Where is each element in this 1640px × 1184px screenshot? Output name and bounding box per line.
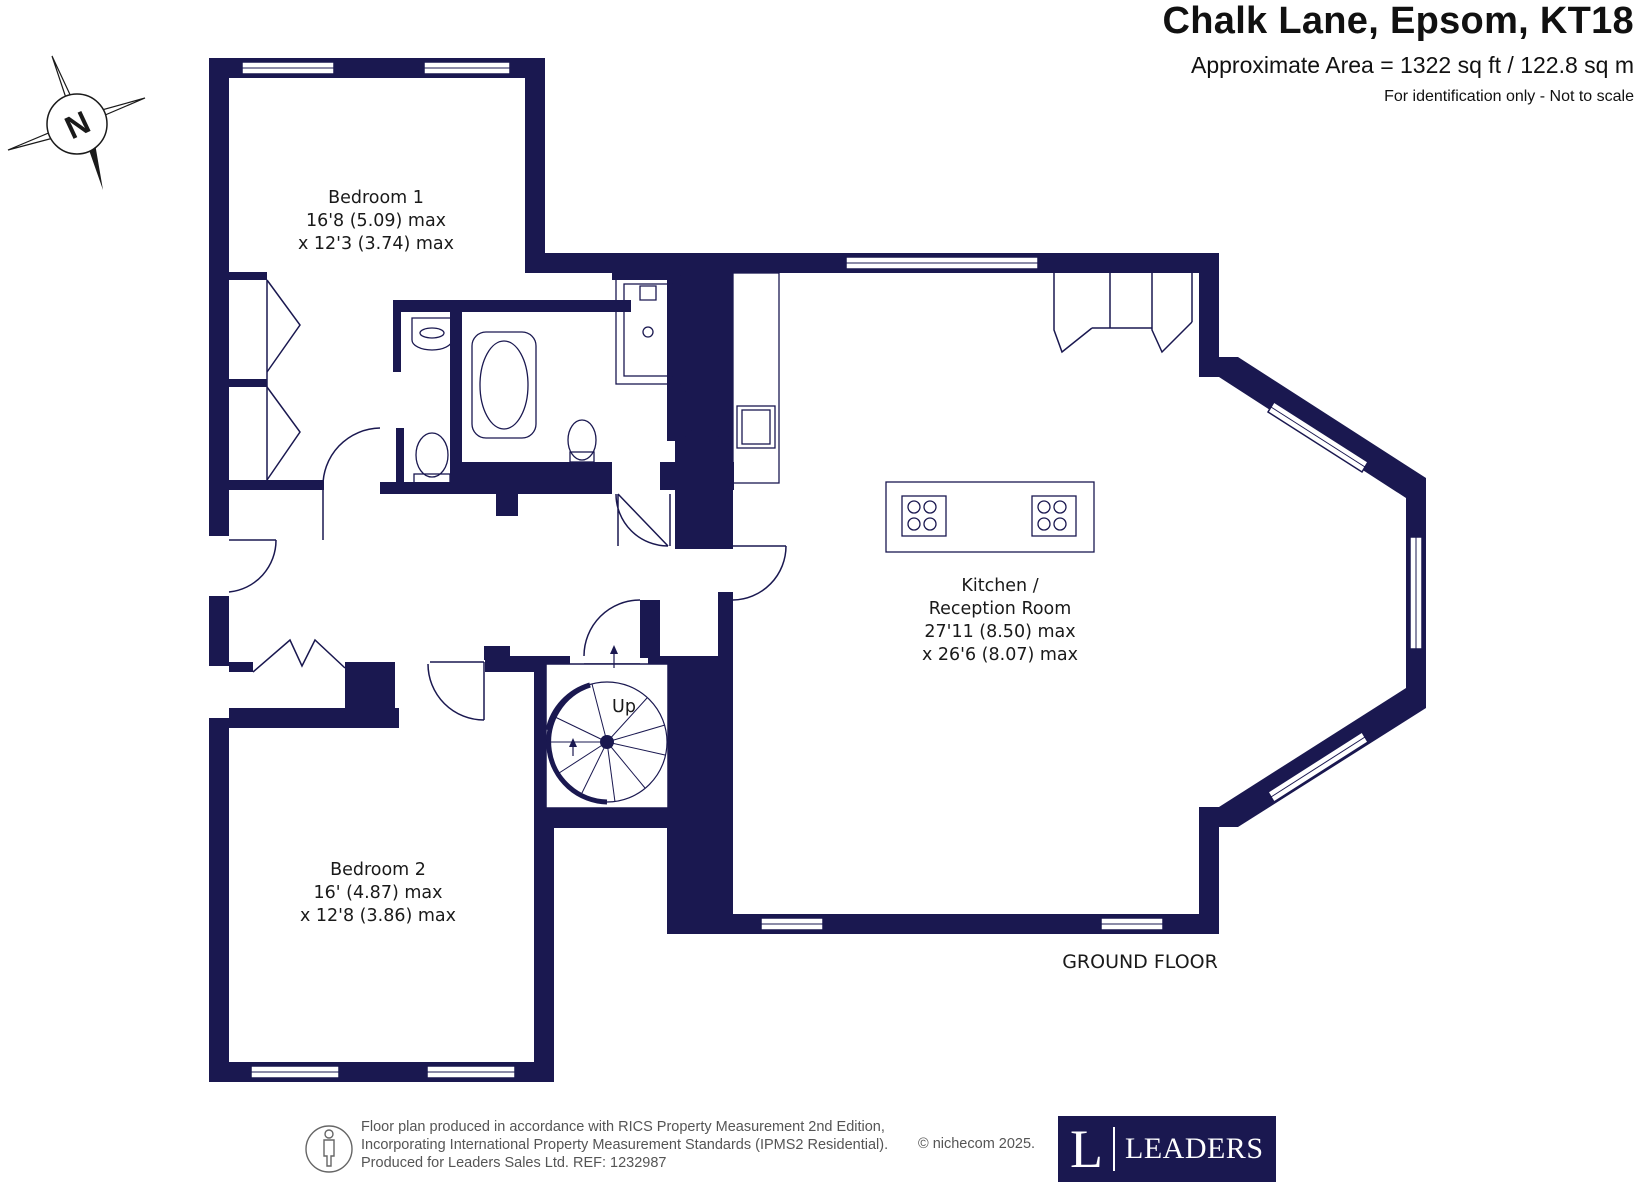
bedroom1-dim1: 16'8 (5.09) max: [306, 211, 446, 231]
ipms-person-icon: [305, 1125, 353, 1173]
bedroom1-dim2: x 12'3 (3.74) max: [298, 234, 454, 254]
copyright-text: © nichecom 2025.: [918, 1136, 1036, 1152]
kitchen-name1: Kitchen /: [961, 576, 1038, 596]
leaders-logo: L LEADERS: [1058, 1116, 1276, 1182]
windows: [241, 61, 1423, 1079]
bedroom1-name: Bedroom 1: [328, 188, 424, 208]
stairs-label: Up: [612, 697, 636, 717]
toilet-icon: [415, 432, 449, 478]
footer-notes: Floor plan produced in accordance with R…: [361, 1118, 888, 1172]
interior-walls: [229, 272, 734, 728]
floor-label: GROUND FLOOR: [1062, 951, 1218, 973]
kitchen-name2: Reception Room: [929, 599, 1072, 619]
basin-icon: [685, 391, 719, 437]
kitchen-dim1: 27'11 (8.50) max: [924, 622, 1075, 642]
fixtures: [411, 272, 1095, 553]
identification-note: For identification only - Not to scale: [1384, 88, 1634, 105]
hob-icon: [1031, 495, 1077, 537]
logo-letter: L: [1070, 1119, 1103, 1179]
kitchen-dim2: x 26'6 (8.07) max: [922, 645, 1078, 665]
logo-divider: [1113, 1127, 1115, 1171]
logo-word: LEADERS: [1125, 1132, 1264, 1165]
area-text: Approximate Area = 1322 sq ft / 122.8 sq…: [1190, 52, 1634, 78]
footer-line-3: Produced for Leaders Sales Ltd. REF: 123…: [361, 1155, 667, 1171]
shower-icon: [615, 275, 681, 385]
page-title: Chalk Lane, Epsom, KT18: [1162, 0, 1634, 42]
counter: [732, 272, 780, 484]
footer-line-2: Incorporating International Property Mea…: [361, 1137, 889, 1153]
sink-icon: [736, 405, 776, 449]
bedroom2-dim1: 16' (4.87) max: [314, 883, 443, 903]
kitchen-island: [885, 481, 1095, 553]
bath-icon: [471, 331, 537, 439]
hob-icon: [901, 495, 947, 537]
spiral-stairs: Up: [545, 645, 669, 809]
room-labels: Bedroom 1 16'8 (5.09) max x 12'3 (3.74) …: [298, 188, 1218, 973]
basin-icon: [411, 317, 453, 351]
toilet-icon: [567, 419, 597, 461]
compass-icon: N: [7, 55, 146, 190]
footer-line-1: Floor plan produced in accordance with R…: [361, 1119, 885, 1135]
bedroom2-name: Bedroom 2: [330, 860, 426, 880]
doors: [228, 271, 1193, 721]
bedroom2-dim2: x 12'8 (3.86) max: [300, 906, 456, 926]
